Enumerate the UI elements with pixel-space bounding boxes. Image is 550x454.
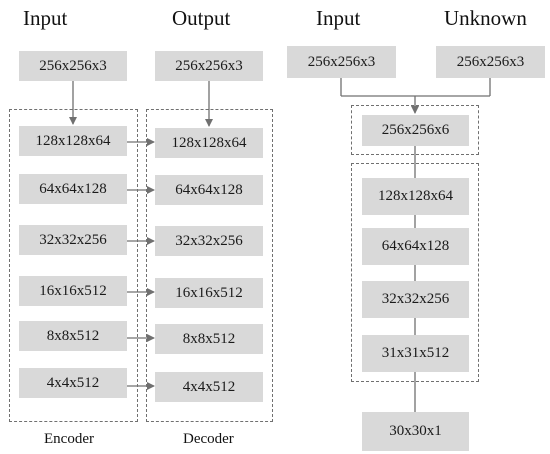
discriminator-input-box: 256x256x3 [287,46,396,78]
concat-box: 256x256x6 [362,115,469,146]
decoder-layer: 16x16x512 [155,278,263,308]
discriminator-unknown-box: 256x256x3 [436,46,545,78]
discriminator-layer: 32x32x256 [362,281,469,318]
decoder-layer: 64x64x128 [155,175,263,205]
encoder-layer: 8x8x512 [19,321,127,351]
encoder-layer: 16x16x512 [19,276,127,306]
generator-output-box: 256x256x3 [155,51,263,81]
decoder-layer: 8x8x512 [155,324,263,354]
discriminator-unknown-heading: Unknown [444,6,527,30]
discriminator-layer: 31x31x512 [362,335,469,372]
generator-output-heading: Output [172,6,231,30]
decoder-label: Decoder [183,431,234,447]
discriminator-input-heading: Input [316,6,361,30]
encoder-layer: 128x128x64 [19,126,127,156]
decoder-layer: 32x32x256 [155,226,263,256]
decoder-layer: 128x128x64 [155,128,263,158]
discriminator-layer: 128x128x64 [362,178,469,215]
decoder-layer: 4x4x512 [155,372,263,402]
encoder-layer: 32x32x256 [19,225,127,255]
generator-input-box: 256x256x3 [19,51,127,81]
generator-input-heading: Input [23,6,68,30]
encoder-label: Encoder [44,431,94,447]
encoder-layer: 64x64x128 [19,174,127,204]
discriminator-layer: 64x64x128 [362,228,469,265]
discriminator-output-box: 30x30x1 [362,412,469,451]
encoder-layer: 4x4x512 [19,368,127,398]
